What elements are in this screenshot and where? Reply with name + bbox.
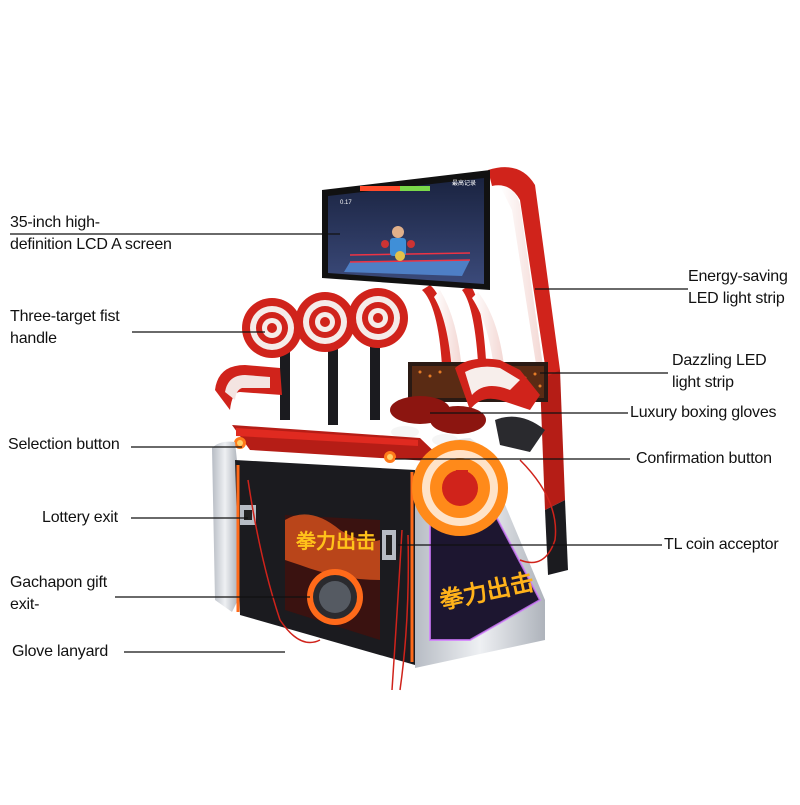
label-energy-strip: Energy-saving LED light strip	[688, 266, 788, 310]
target-pads	[242, 288, 408, 425]
label-gloves: Luxury boxing gloves	[630, 402, 777, 424]
screen-record-text: 最高记录	[452, 179, 476, 187]
label-confirmation: Confirmation button	[636, 448, 772, 470]
screen-counter: 0.17	[340, 200, 352, 206]
target-pad-right	[348, 288, 408, 348]
label-energy-strip-line2: LED light strip	[688, 290, 785, 307]
cabinet-body: 拳力出击	[212, 441, 415, 665]
label-gloves-line1: Luxury boxing gloves	[630, 404, 777, 421]
target-pad-middle	[295, 292, 355, 352]
label-lottery: Lottery exit	[42, 507, 118, 529]
label-gachapon-line2: exit-	[10, 596, 40, 613]
label-dazzling-strip-line1: Dazzling LED	[672, 352, 767, 369]
lcd-screen: 0.17 最高记录	[322, 170, 490, 290]
label-dazzling-strip-line2: light strip	[672, 374, 734, 391]
label-lanyard: Glove lanyard	[12, 641, 108, 663]
panel-logo-left: 拳力出击	[295, 529, 376, 553]
label-screen: 35-inch high- definition LCD A screen	[10, 212, 172, 256]
label-selection-line1: Selection button	[8, 436, 120, 453]
label-gachapon-line1: Gachapon gift	[10, 574, 108, 591]
label-fist-handle: Three-target fist handle	[10, 306, 120, 350]
label-coin-line1: TL coin acceptor	[664, 536, 779, 553]
label-selection: Selection button	[8, 434, 120, 456]
target-pad-left	[242, 298, 302, 358]
boxing-gloves	[390, 396, 545, 452]
leader-lines	[10, 233, 688, 653]
control-console	[232, 425, 445, 463]
label-screen-line2: definition LCD A screen	[10, 236, 172, 253]
label-confirmation-line1: Confirmation button	[636, 450, 772, 467]
label-lanyard-line1: Glove lanyard	[12, 643, 109, 660]
glove-lanyards	[247, 459, 557, 691]
label-energy-strip-line1: Energy-saving	[688, 268, 788, 285]
label-fist-handle-line1: Three-target fist	[10, 308, 120, 325]
label-dazzling-strip: Dazzling LED light strip	[672, 350, 767, 394]
led-arch	[422, 167, 568, 575]
side-panel: 拳力出击	[412, 438, 545, 668]
label-fist-handle-line2: handle	[10, 330, 57, 347]
label-lottery-line1: Lottery exit	[42, 509, 118, 526]
label-screen-line1: 35-inch high-	[10, 214, 100, 231]
label-gachapon: Gachapon gift exit-	[10, 572, 107, 616]
label-coin: TL coin acceptor	[664, 534, 779, 556]
side-armrests	[215, 358, 540, 410]
